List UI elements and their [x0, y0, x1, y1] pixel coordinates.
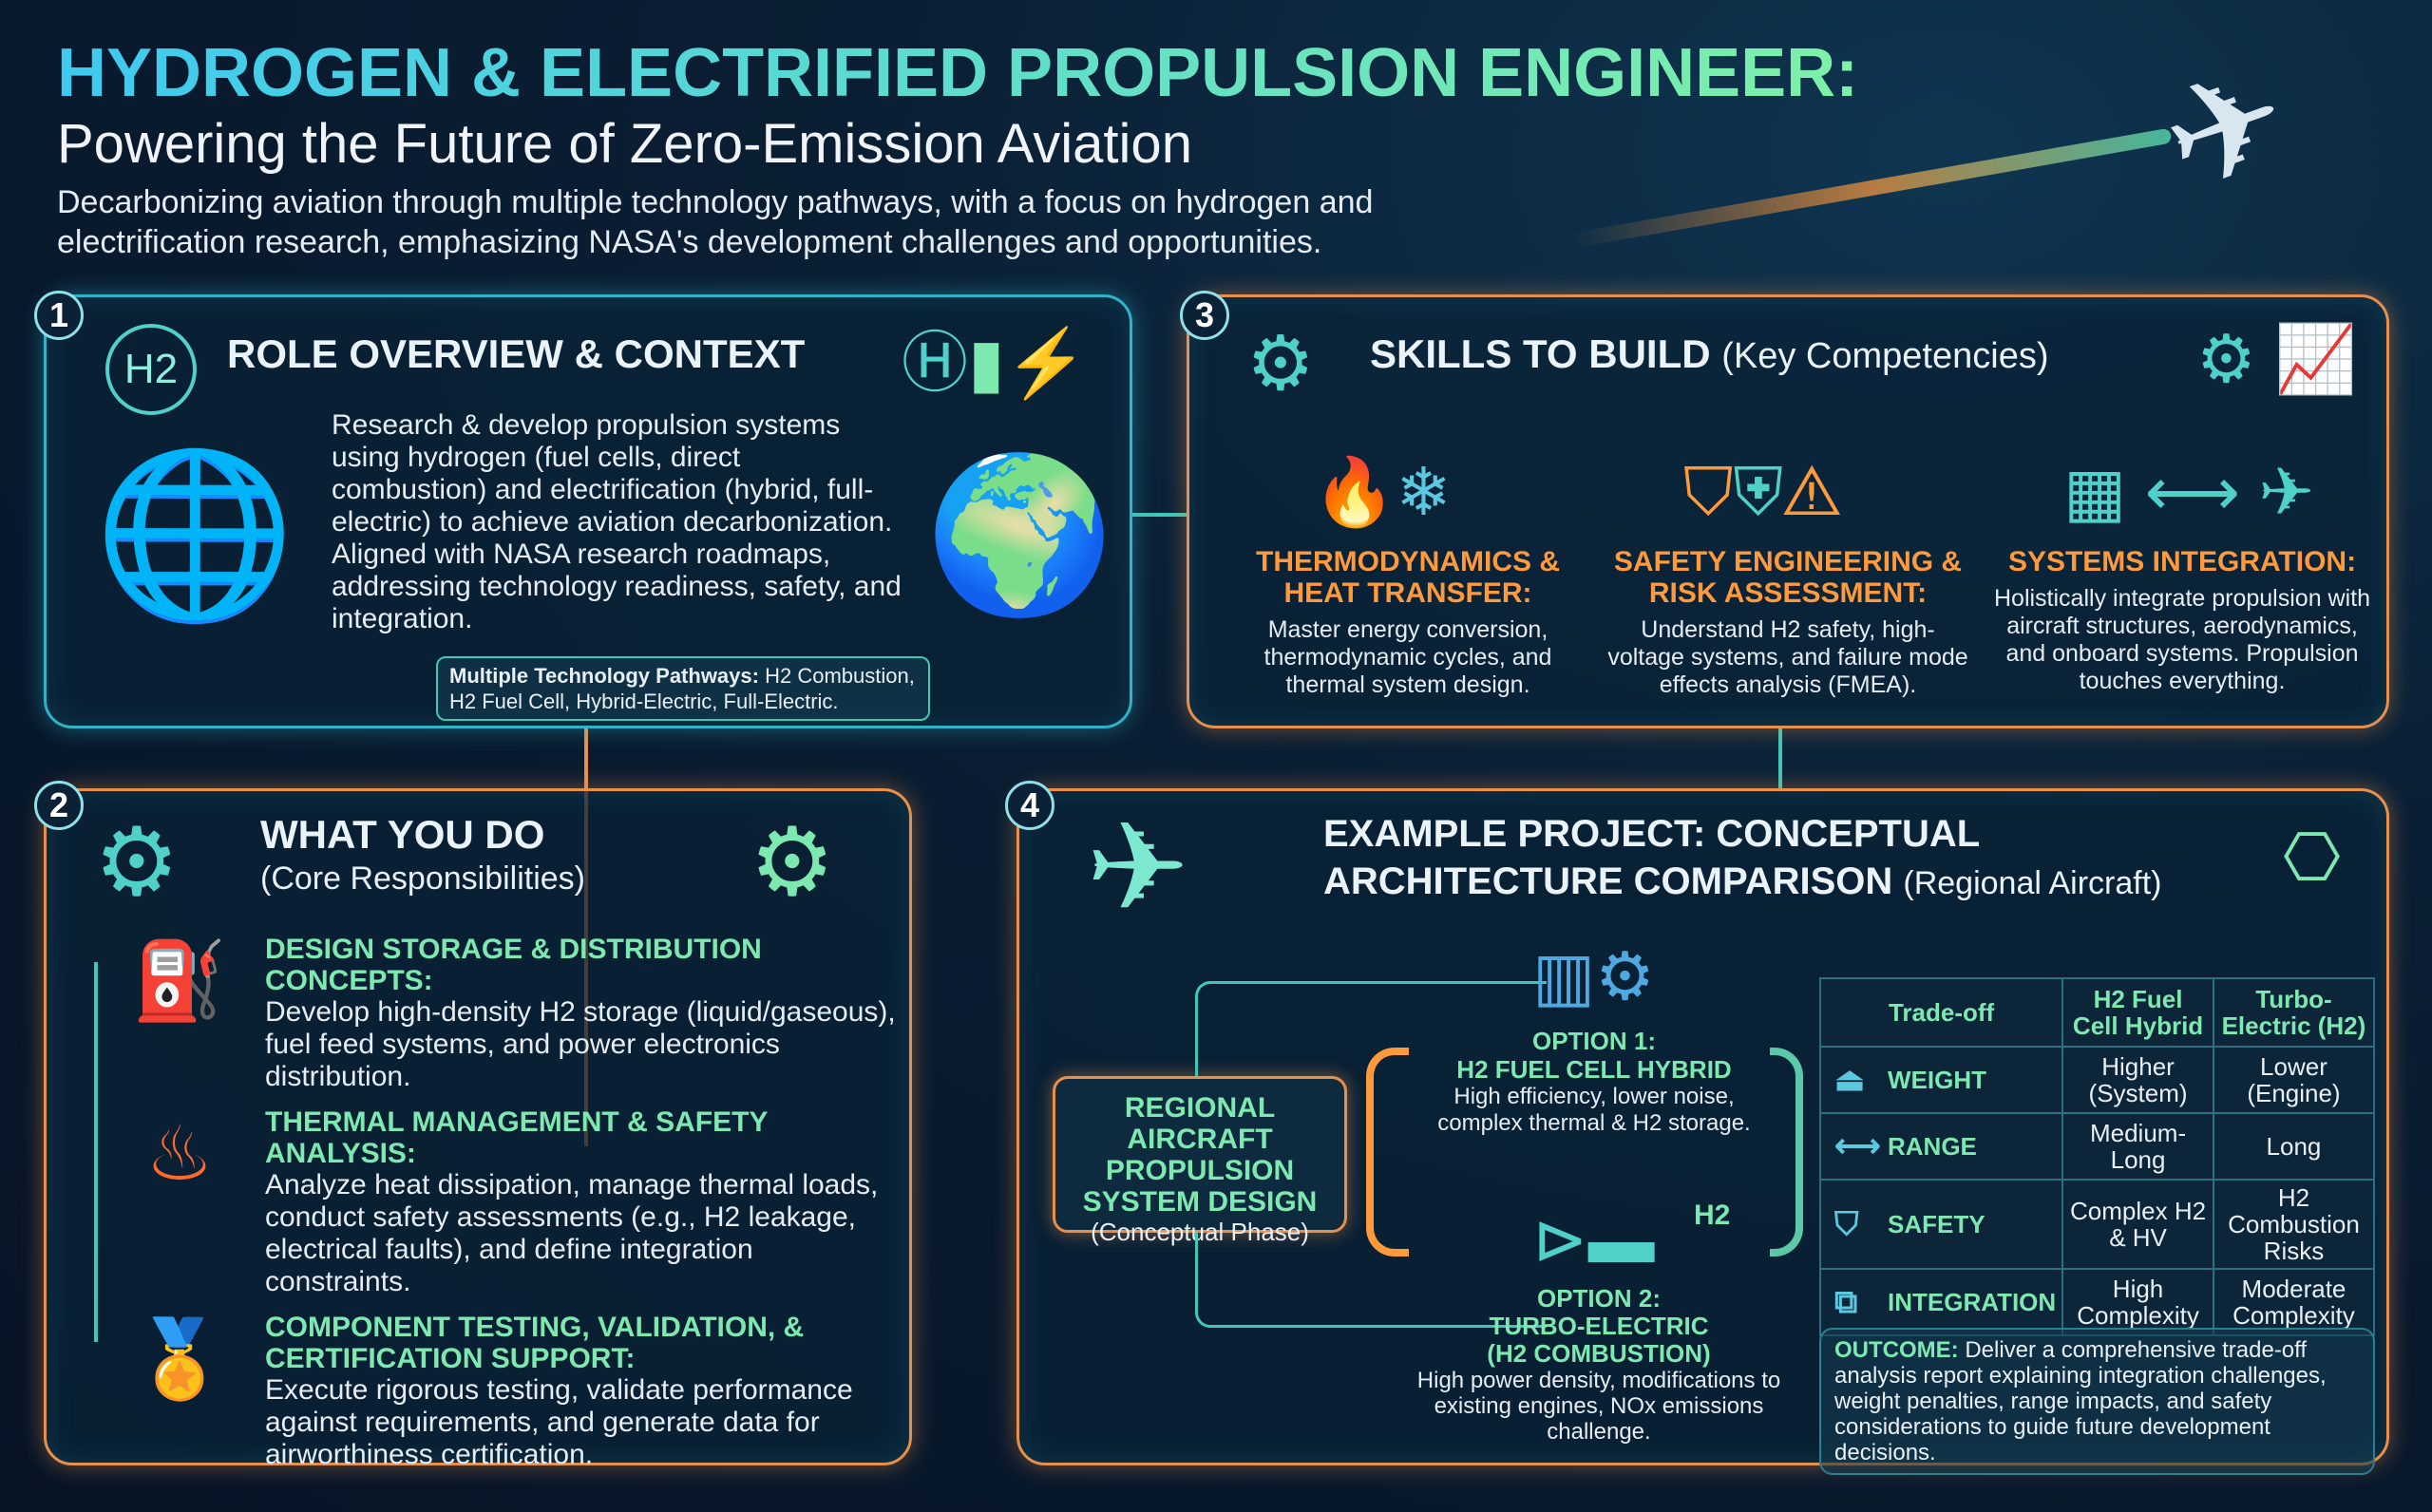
puzzle-icon: ⧉ — [1834, 1284, 1858, 1320]
branch-arrow — [1366, 1048, 1409, 1257]
flowchart-icon: ⎔ — [2283, 821, 2342, 895]
timeline-line — [94, 962, 98, 1342]
flow-arrow-top — [1195, 981, 1547, 1076]
gear-wrench-icon: ⚙ — [94, 809, 180, 916]
responsibility-list: ⛽ DESIGN STORAGE & DISTRIBUTION CONCEPTS… — [123, 934, 902, 1471]
turbine-engine-icon: ⊳▬ — [1532, 1202, 1655, 1276]
skill-safety: SAFETY ENGINEERING & RISK ASSESSMENT:Und… — [1607, 546, 1968, 698]
h2-label: H2 — [1694, 1200, 1731, 1231]
panel-title: SKILLS TO BUILD (Key Competencies) — [1370, 331, 2049, 376]
center-box: REGIONAL AIRCRAFT PROPULSION SYSTEM DESI… — [1053, 1076, 1347, 1246]
panel-title: WHAT YOU DO — [260, 812, 545, 857]
skill-systems: SYSTEMS INTEGRATION:Holistically integra… — [1993, 546, 2371, 694]
panel-number: 3 — [1180, 291, 1229, 340]
fuel-cell-motor-icon: ▥⚙ — [1532, 939, 1655, 1013]
page-description: Decarbonizing aviation through multiple … — [57, 184, 1374, 260]
panel-number: 2 — [34, 781, 84, 830]
pathways-box: Multiple Technology Pathways: H2 Combust… — [436, 656, 930, 721]
responsibility-item: 🏅 COMPONENT TESTING, VALIDATION, & CERTI… — [123, 1312, 902, 1471]
systems-airplane-icon: ▦ ⟷ ✈ — [2063, 455, 2315, 529]
shield-check-icon: ⛉ — [1834, 1206, 1859, 1242]
panel-role-overview: H2 ROLE OVERVIEW & CONTEXT Ⓗ▮⚡ 🌐 Researc… — [44, 294, 1132, 728]
outcome-box: OUTCOME: Deliver a comprehensive trade-o… — [1819, 1328, 2375, 1475]
fire-snowflake-icon: 🔥❄ — [1313, 455, 1452, 529]
h2-tank-icon: ⛽ — [132, 938, 227, 1023]
skill-thermo: THERMODYNAMICS & HEAT TRANSFER:Master en… — [1256, 546, 1560, 698]
panel-number: 4 — [1005, 781, 1054, 830]
double-arrow-icon: ⟷ — [1834, 1128, 1881, 1164]
light-trail — [1570, 127, 2173, 249]
weight-icon: ⏏ — [1834, 1062, 1866, 1098]
chart-brain-icon: ⚙ 📈 — [2196, 322, 2358, 396]
brain-gear-icon: ⚙ — [1246, 321, 1315, 406]
role-description: Research & develop propulsion systems us… — [332, 409, 902, 634]
certification-icon: 🏅 — [132, 1316, 227, 1401]
panel-what-you-do: ⚙ WHAT YOU DO (Core Responsibilities) ⚙ … — [44, 788, 912, 1470]
responsibility-item: ♨ THERMAL MANAGEMENT & SAFETY ANALYSIS:A… — [123, 1106, 902, 1298]
h2-battery-icon: Ⓗ▮⚡ — [902, 326, 1088, 400]
panel-title: ROLE OVERVIEW & CONTEXT — [227, 331, 806, 376]
earth-airplane-icon: 🌍 — [925, 449, 1115, 619]
globe-leaf-icon: 🌐 — [94, 444, 295, 625]
page-title: HYDROGEN & ELECTRIFIED PROPULSION ENGINE… — [57, 35, 1859, 111]
panel-subtitle: (Core Responsibilities) — [260, 860, 586, 897]
thermal-sensor-icon: ♨ — [145, 1111, 214, 1196]
responsibility-item: ⛽ DESIGN STORAGE & DISTRIBUTION CONCEPTS… — [123, 934, 902, 1093]
option-2: OPTION 2:TURBO-ELECTRIC(H2 COMBUSTION)Hi… — [1416, 1284, 1781, 1446]
connector-3-4 — [1778, 728, 1782, 788]
page-subtitle: Powering the Future of Zero-Emission Avi… — [57, 113, 1192, 175]
regional-jet-icon: ✈ — [1086, 798, 1189, 936]
h2-icon: H2 — [105, 324, 197, 415]
airplane-icon: ✈ — [2142, 32, 2309, 224]
flow-arrow-bottom — [1195, 1233, 1547, 1328]
panel-skills: ⚙ SKILLS TO BUILD (Key Competencies) ⚙ 📈… — [1187, 294, 2389, 728]
merge-arrow — [1770, 1048, 1803, 1257]
connector-1-3 — [1132, 513, 1187, 517]
gear-tools-icon: ⚙ — [750, 809, 835, 916]
shield-warning-icon: ⛉⛨⚠ — [1683, 455, 1841, 529]
panel-number: 1 — [34, 291, 84, 340]
